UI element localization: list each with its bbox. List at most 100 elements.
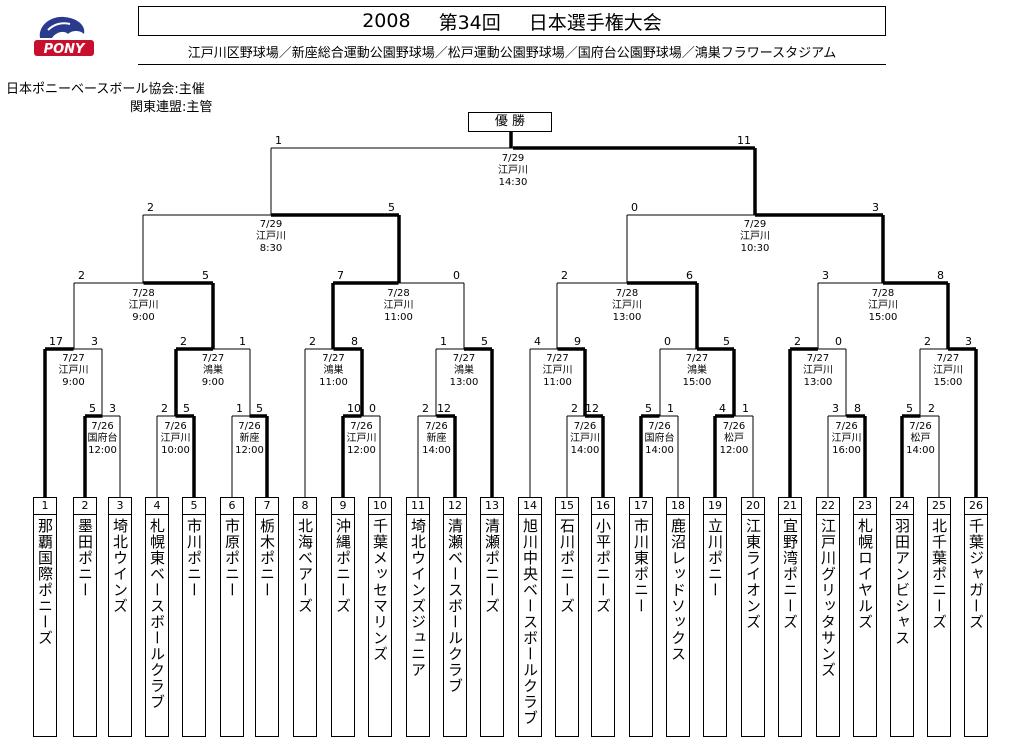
match-venue: 江戸川: [933, 364, 963, 376]
score-right: 6: [686, 269, 693, 282]
score-right: 1: [667, 402, 674, 415]
score-left: 7: [337, 269, 344, 282]
team-name: 市川東ポニー: [632, 518, 650, 614]
match-time: 13:00: [804, 377, 833, 388]
managing-organizer: 関東連盟:主管: [130, 100, 213, 115]
team-seed-number: 18: [667, 498, 689, 515]
match-venue: 新座: [427, 431, 447, 444]
match-venue: 江戸川: [256, 230, 286, 242]
match-date: 7/26: [909, 421, 931, 432]
team-seed-number: 6: [221, 498, 243, 515]
team-seed-number: 25: [928, 498, 950, 515]
score-left: 2: [161, 402, 168, 415]
team-seed-number: 21: [779, 498, 801, 515]
match-time: 10:00: [161, 445, 190, 456]
match-venue: 鴻巣: [687, 363, 707, 376]
score-right: 3: [872, 201, 879, 214]
team-seed-number: 1: [34, 498, 56, 515]
match-time: 11:00: [384, 312, 413, 323]
match-date: 7/29: [502, 153, 524, 164]
team-seed-number: 11: [407, 498, 429, 515]
team-5: 5 市川ポニー: [182, 497, 206, 737]
score-left: 2: [422, 402, 429, 415]
match-venue: 国府台: [645, 431, 675, 444]
match-date: 7/29: [260, 219, 282, 230]
team-name: 那覇国際ポニーズ: [36, 518, 54, 646]
match-time: 15:00: [869, 312, 898, 323]
score-right: 0: [453, 269, 460, 282]
match-venue: 江戸川: [59, 364, 89, 376]
score-left: 2: [147, 201, 154, 214]
match-time: 11:00: [319, 377, 348, 388]
match-time: 14:00: [422, 445, 451, 456]
score-left: 2: [794, 335, 801, 348]
score-left: 1: [236, 402, 243, 415]
team-name: 江戸川グリッタサンズ: [819, 518, 837, 678]
team-1: 1 那覇国際ポニーズ: [33, 497, 57, 737]
match-time: 13:00: [613, 312, 642, 323]
match-date: 7/27: [807, 353, 829, 364]
team-seed-number: 5: [183, 498, 205, 515]
team-name: 北海ベアーズ: [296, 518, 314, 614]
match-time: 13:00: [450, 377, 479, 388]
team-name: 埼北ウインズジュニア: [409, 518, 427, 678]
match-date: 7/28: [387, 288, 409, 299]
match-time: 9:00: [202, 377, 224, 388]
match-time: 9:00: [132, 312, 154, 323]
match-venue: 新座: [240, 431, 260, 444]
venue-list: 江戸川区野球場／新座総合運動公園野球場／松戸運動公園野球場／国府台公園野球場／鴻…: [138, 42, 886, 65]
team-name: 栃木ポニー: [258, 518, 276, 598]
team-name: 市原ポニー: [223, 518, 241, 598]
match-venue: 江戸川: [868, 299, 898, 311]
team-seed-number: 13: [481, 498, 503, 515]
score-left: 17: [49, 335, 63, 348]
match-venue: 江戸川: [803, 364, 833, 376]
score-right: 8: [854, 402, 861, 415]
match-date: 7/26: [648, 421, 670, 432]
match-date: 7/26: [91, 421, 113, 432]
score-right: 11: [737, 134, 751, 147]
team-14: 14 旭川中央ベースボールクラブ: [518, 497, 542, 737]
score-left: 5: [89, 402, 96, 415]
score-right: 5: [388, 201, 395, 214]
team-name: 市川ポニー: [185, 518, 203, 598]
score-left: 2: [561, 269, 568, 282]
score-left: 3: [822, 269, 829, 282]
team-seed-number: 3: [109, 498, 131, 515]
match-date: 7/27: [937, 353, 959, 364]
team-7: 7 栃木ポニー: [255, 497, 279, 737]
score-left: 5: [645, 402, 652, 415]
score-right: 1: [239, 335, 246, 348]
score-left: 1: [440, 335, 447, 348]
match-date: 7/26: [574, 421, 596, 432]
score-left: 2: [78, 269, 85, 282]
match-time: 12:00: [88, 445, 117, 456]
score-right: 3: [109, 402, 116, 415]
team-seed-number: 14: [519, 498, 541, 515]
title-edition: 第34回: [438, 11, 501, 34]
team-seed-number: 7: [256, 498, 278, 515]
score-right: 3: [965, 335, 972, 348]
team-6: 6 市原ポニー: [220, 497, 244, 737]
match-time: 8:30: [260, 243, 282, 254]
score-right: 8: [937, 269, 944, 282]
host-organizer: 日本ポニーベースボール協会:主催: [6, 82, 205, 97]
team-seed-number: 10: [369, 498, 391, 515]
match-venue: 国府台: [88, 431, 118, 444]
team-seed-number: 17: [630, 498, 652, 515]
team-name: 旭川中央ベースボールクラブ: [521, 518, 539, 726]
team-name: 鹿沼レッドソックス: [669, 518, 687, 662]
title-name: 日本選手権大会: [528, 11, 662, 34]
team-11: 11 埼北ウインズジュニア: [406, 497, 430, 737]
team-name: 小平ポニーズ: [594, 518, 612, 614]
match-date: 7/26: [164, 421, 186, 432]
